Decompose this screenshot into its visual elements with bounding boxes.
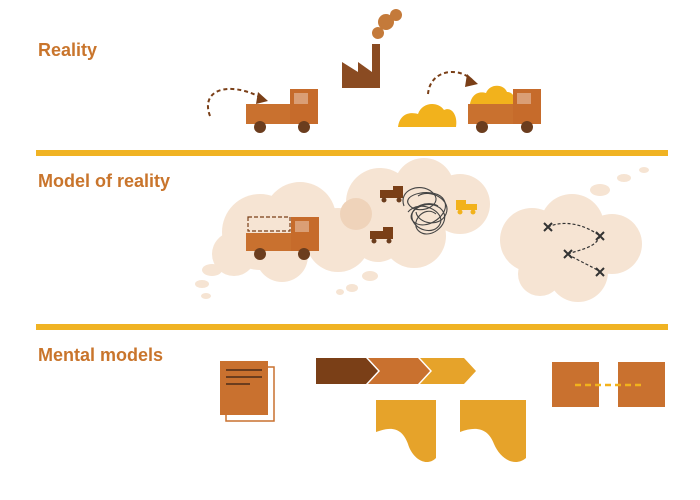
cargo-pile-icon bbox=[398, 104, 456, 127]
document-stack-icon bbox=[220, 361, 274, 421]
curved-arrow-icon bbox=[428, 72, 478, 94]
flag-shape-icon bbox=[460, 400, 526, 462]
thought-cloud-icon bbox=[336, 158, 490, 295]
linked-boxes-icon bbox=[552, 362, 665, 407]
factory-icon bbox=[342, 9, 402, 88]
process-chevrons-icon bbox=[316, 358, 476, 384]
truck-icon bbox=[246, 89, 318, 133]
loaded-truck-icon bbox=[468, 86, 541, 133]
thought-cloud-icon bbox=[500, 167, 649, 302]
flag-shape-icon bbox=[376, 400, 436, 462]
